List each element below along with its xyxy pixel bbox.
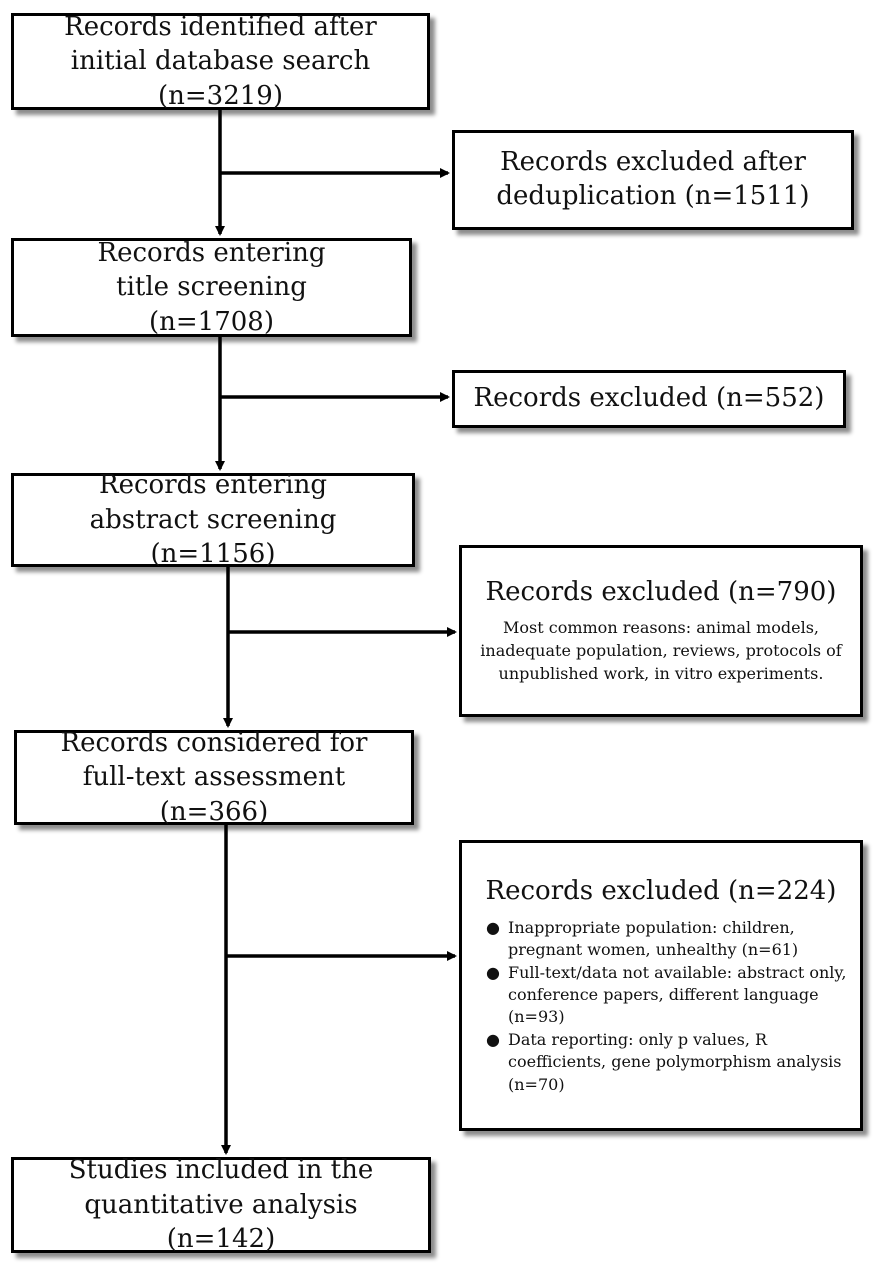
stage-abstract-screening-text: Records entering abstract screening (n=1…	[89, 470, 337, 570]
exclusion-full-text-title: Records excluded (n=224)	[485, 876, 837, 907]
bullet-icon: ●	[486, 1029, 500, 1049]
stage-included-text: Studies included in the quantitative ana…	[68, 1155, 374, 1255]
exclusion-abstract-title: Records excluded (n=790)	[485, 577, 837, 608]
stage-identified-text: Records identified after initial databas…	[64, 11, 377, 111]
exclusion-reasons-list: ● Inappropriate population: children, pre…	[462, 917, 860, 1096]
exclusion-reason-item: ● Inappropriate population: children, pre…	[484, 917, 848, 962]
stage-box-identified: Records identified after initial databas…	[11, 12, 430, 111]
stage-title-screening-text: Records entering title screening (n=1708…	[97, 237, 326, 337]
exclusion-box-deduplication: Records excluded after deduplication (n=…	[452, 130, 854, 230]
exclusion-deduplication-text: Records excluded after deduplication (n=…	[496, 147, 810, 211]
exclusion-reason-text: Inappropriate population: children, preg…	[508, 917, 799, 960]
stage-box-abstract-screening: Records entering abstract screening (n=1…	[11, 470, 415, 569]
stage-full-text-text: Records considered for full-text assessm…	[60, 727, 368, 827]
stage-box-included: Studies included in the quantitative ana…	[11, 1155, 431, 1254]
exclusion-reason-text: Full-text/data not available: abstract o…	[508, 962, 847, 1027]
exclusion-box-title: Records excluded (n=552)	[452, 370, 846, 428]
stage-box-title-screening: Records entering title screening (n=1708…	[11, 238, 412, 337]
exclusion-reason-item: ● Data reporting: only p values, R coeffi…	[484, 1029, 848, 1096]
exclusion-reason-text: Data reporting: only p values, R coeffic…	[508, 1029, 842, 1094]
exclusion-box-abstract: Records excluded (n=790) Most common rea…	[459, 545, 863, 717]
exclusion-title-text: Records excluded (n=552)	[473, 383, 825, 414]
bullet-icon: ●	[486, 962, 500, 982]
exclusion-reason-item: ● Full-text/data not available: abstract …	[484, 962, 848, 1029]
exclusion-box-full-text: Records excluded (n=224) ● Inappropriate …	[459, 840, 863, 1131]
bullet-icon: ●	[486, 917, 500, 937]
exclusion-abstract-detail: Most common reasons: animal models, inad…	[480, 618, 842, 684]
stage-box-full-text: Records considered for full-text assessm…	[14, 728, 414, 827]
